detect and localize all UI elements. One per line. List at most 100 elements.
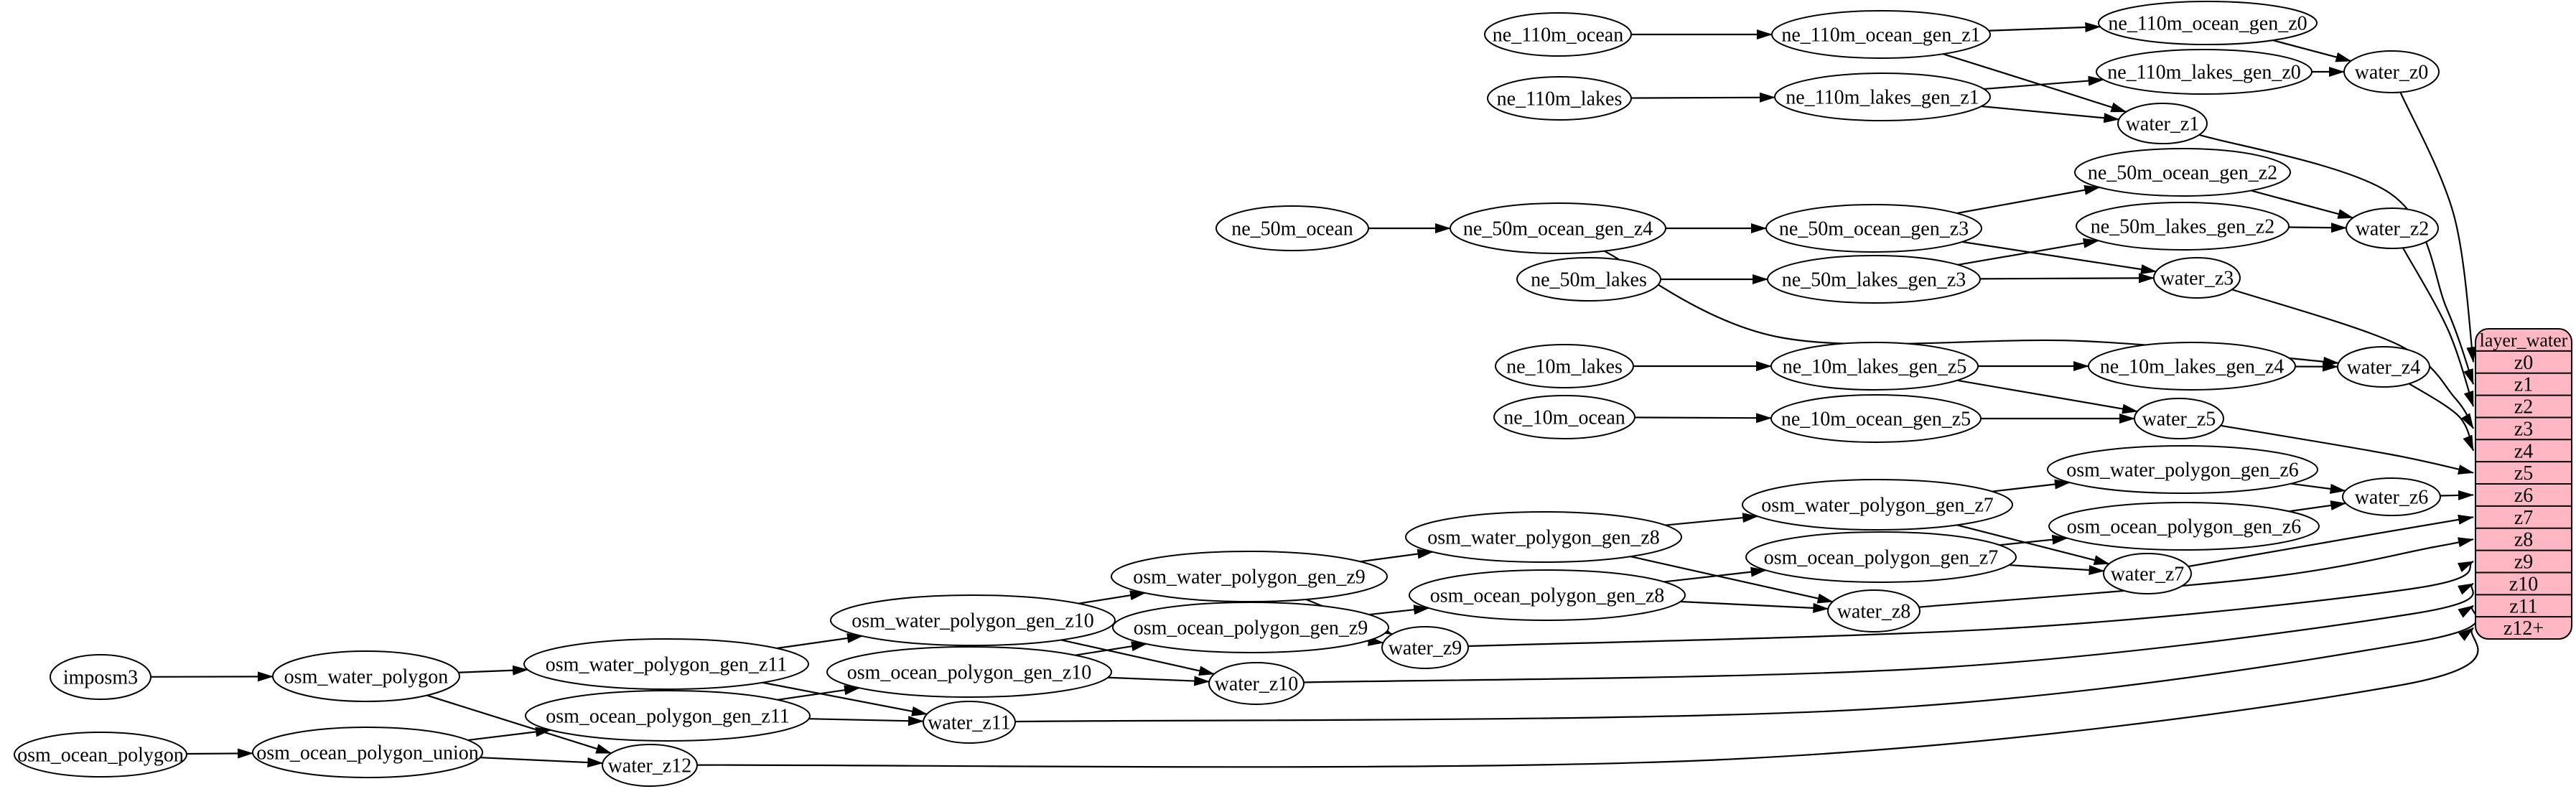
node-ellipse-osm_ocean_polygon_gen_z11: [525, 690, 811, 742]
node-label: water_z10: [1215, 673, 1299, 696]
node-label: water_z2: [2356, 218, 2430, 241]
node-water_z5: water_z5: [2134, 398, 2224, 439]
node-osm_water_polygon: osm_water_polygon: [272, 650, 460, 702]
node-label: osm_ocean_polygon_gen_z7: [1764, 547, 1999, 569]
node-label: osm_ocean_polygon_gen_z10: [847, 662, 1092, 684]
node-ellipse-ne_50m_lakes_gen_z3: [1767, 255, 1981, 304]
node-ellipse-ne_10m_ocean: [1493, 395, 1635, 439]
node-label: water_z5: [2142, 408, 2216, 431]
node-water_z6: water_z6: [2342, 477, 2441, 516]
edge-osm_water_polygon_gen_z7-to-osm_water_polygon_gen_z6: [1992, 479, 2071, 492]
node-water_z11: water_z11: [923, 701, 1016, 744]
node-label: ne_10m_ocean: [1503, 407, 1625, 429]
node-label: osm_ocean_polygon_gen_z8: [1430, 585, 1665, 607]
node-ellipse-ne_110m_ocean_gen_z0: [2098, 1, 2318, 45]
node-osm_water_polygon_gen_z9: osm_water_polygon_gen_z9: [1111, 551, 1388, 602]
node-label: water_z12: [608, 755, 692, 778]
edge-osm_ocean_polygon_union-to-osm_ocean_polygon_gen_z11: [467, 727, 552, 742]
node-ellipse-water_z1: [2117, 103, 2208, 144]
node-ellipse-ne_10m_lakes_gen_z4: [2088, 342, 2296, 391]
edge-water_z5-to-layer_water-z5: [2220, 424, 2474, 475]
node-label: ne_110m_lakes_gen_z0: [2107, 62, 2301, 84]
node-ne_10m_ocean: ne_10m_ocean: [1493, 395, 1635, 439]
table-row-z2: z2: [2514, 396, 2533, 419]
node-ellipse-ne_50m_ocean_gen_z2: [2074, 148, 2291, 197]
node-water_z3: water_z3: [2153, 257, 2241, 299]
node-label: osm_water_polygon: [284, 666, 449, 688]
node-ellipse-ne_50m_ocean_gen_z3: [1765, 204, 1982, 253]
node-ellipse-ne_10m_ocean_gen_z5: [1770, 394, 1982, 443]
node-ellipse-water_z2: [2346, 207, 2439, 249]
edge-ne_110m_lakes_gen_z1-to-ne_110m_lakes_gen_z0: [1984, 75, 2104, 90]
node-layer: ne_110m_ocean ne_110m_ocean_gen_z1 ne_110m…: [14, 1, 2441, 787]
table-row-z9: z9: [2514, 551, 2533, 574]
table-row-z4: z4: [2514, 440, 2533, 462]
edge-osm_ocean_polygon_gen_z7-to-osm_ocean_polygon_gen_z6: [1999, 534, 2068, 546]
node-label: osm_ocean_polygon_union: [256, 742, 479, 765]
node-ellipse-ne_10m_lakes: [1495, 344, 1634, 388]
node-label: ne_110m_ocean_gen_z1: [1781, 24, 1980, 47]
node-osm_water_polygon_gen_z11: osm_water_polygon_gen_z11: [523, 638, 809, 690]
node-ellipse-osm_water_polygon_gen_z11: [523, 638, 809, 690]
node-ne_50m_ocean_gen_z4: ne_50m_ocean_gen_z4: [1450, 202, 1666, 254]
node-ellipse-osm_water_polygon_gen_z9: [1111, 551, 1388, 602]
node-label: water_z1: [2126, 113, 2200, 136]
node-ellipse-water_z9: [1381, 626, 1469, 669]
node-osm_ocean_polygon_gen_z6: osm_ocean_polygon_gen_z6: [2048, 502, 2320, 551]
edge-layer: [150, 22, 2479, 768]
node-label: ne_10m_lakes: [1506, 356, 1623, 378]
edge-water_z2-to-layer_water-z2: [2402, 247, 2475, 407]
edge-ne_110m_lakes_gen_z1-to-water_z1: [1981, 105, 2120, 123]
node-osm_water_polygon_gen_z6: osm_water_polygon_gen_z6: [2047, 445, 2318, 494]
node-osm_ocean_polygon: osm_ocean_polygon: [14, 732, 187, 778]
node-osm_ocean_polygon_union: osm_ocean_polygon_union: [252, 727, 483, 778]
node-label: osm_water_polygon_gen_z7: [1761, 495, 1994, 517]
node-water_z7: water_z7: [2103, 553, 2192, 594]
node-ellipse-water_z4: [2337, 346, 2430, 388]
table-row-z0: z0: [2514, 352, 2533, 374]
node-ellipse-ne_110m_lakes: [1487, 76, 1632, 121]
node-ellipse-ne_50m_lakes: [1516, 257, 1661, 302]
node-ellipse-ne_50m_ocean: [1215, 205, 1369, 251]
edge-osm_ocean_polygon_gen_z9-to-osm_ocean_polygon_gen_z8: [1368, 604, 1430, 616]
edge-ne_50m_lakes_gen_z3-to-ne_50m_lakes_gen_z2: [1957, 238, 2099, 266]
node-ne_110m_ocean_gen_z1: ne_110m_ocean_gen_z1: [1771, 10, 1991, 59]
node-water_z10: water_z10: [1208, 662, 1305, 705]
node-ne_10m_lakes_gen_z5: ne_10m_lakes_gen_z5: [1770, 342, 1979, 391]
node-label: ne_50m_lakes: [1531, 269, 1647, 291]
node-ellipse-osm_ocean_polygon_gen_z7: [1745, 531, 2017, 583]
node-ne_50m_lakes: ne_50m_lakes: [1516, 257, 1661, 302]
node-ellipse-water_z12: [602, 744, 698, 787]
node-ne_110m_lakes_gen_z0: ne_110m_lakes_gen_z0: [2096, 49, 2313, 95]
edge-ne_50m_ocean_gen_z3-to-ne_50m_ocean_gen_z2: [1956, 185, 2101, 215]
edge-ne_10m_ocean-to-ne_10m_ocean_gen_z5: [1634, 413, 1773, 424]
node-ellipse-water_z6: [2342, 477, 2441, 516]
node-ellipse-water_z5: [2134, 398, 2224, 439]
edge-ne_50m_ocean_gen_z2-to-water_z2: [2251, 190, 2354, 219]
node-ellipse-osm_ocean_polygon_union: [252, 727, 483, 778]
node-label: osm_water_polygon_gen_z8: [1427, 527, 1660, 549]
node-label: osm_ocean_polygon_gen_z11: [546, 706, 790, 728]
node-ellipse-osm_ocean_polygon_gen_z8: [1409, 569, 1686, 621]
node-ellipse-water_z11: [923, 701, 1016, 744]
node-ellipse-osm_water_polygon_gen_z10: [830, 594, 1116, 646]
node-ellipse-osm_water_polygon_gen_z8: [1405, 511, 1682, 563]
node-ellipse-ne_50m_lakes_gen_z2: [2076, 202, 2290, 251]
table-row-z10: z10: [2509, 573, 2538, 595]
edge-water_z0-to-layer_water-z0: [2399, 92, 2477, 363]
node-label: water_z3: [2160, 268, 2234, 290]
node-ellipse-osm_water_polygon: [272, 650, 460, 702]
edge-osm_water_polygon_gen_z6-to-water_z6: [2290, 482, 2346, 494]
node-water_z1: water_z1: [2117, 103, 2208, 144]
edge-water_z12-to-layer_water-z12+: [696, 627, 2479, 768]
edge-osm_water_polygon_gen_z7-to-water_z7: [1956, 524, 2110, 565]
edge-osm_ocean_polygon_gen_z8-to-osm_ocean_polygon_gen_z7: [1663, 566, 1767, 583]
edge-osm_ocean_polygon_gen_z6-to-water_z6: [2289, 500, 2347, 513]
node-osm_ocean_polygon_gen_z9: osm_ocean_polygon_gen_z9: [1112, 602, 1389, 653]
node-water_z4: water_z4: [2337, 346, 2430, 388]
edge-ne_110m_ocean_gen_z1-to-water_z1: [1943, 53, 2127, 113]
node-ne_50m_ocean_gen_z2: ne_50m_ocean_gen_z2: [2074, 148, 2291, 197]
edge-osm_ocean_polygon_gen_z8-to-water_z8: [1680, 600, 1829, 613]
node-ellipse-osm_water_polygon_gen_z7: [1742, 479, 2013, 531]
node-label: ne_110m_ocean: [1493, 24, 1623, 47]
